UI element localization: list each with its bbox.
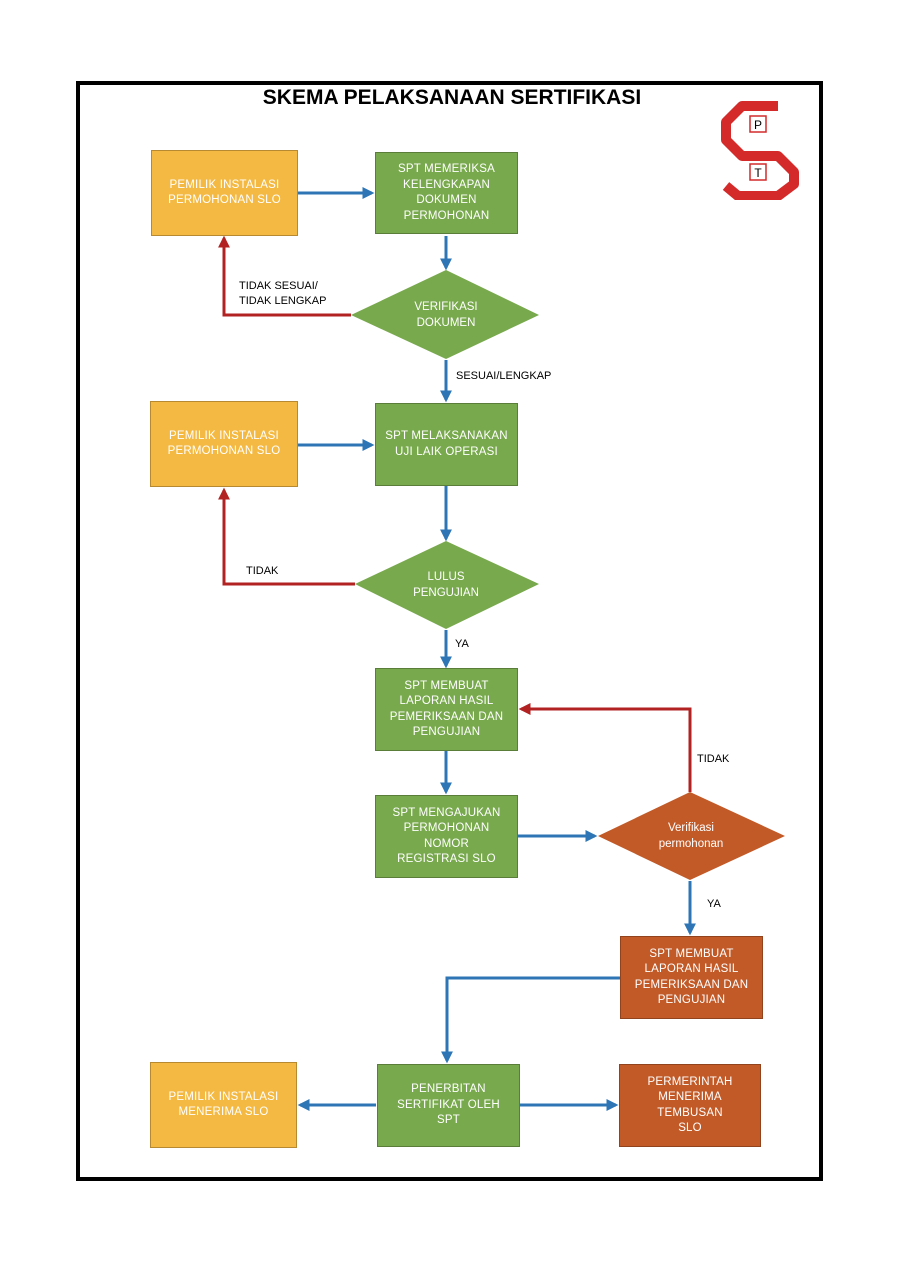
logo-letter-box-t [749,163,767,181]
node-owner-application-2: PEMILIK INSTALASI PERMOHONAN SLO [150,401,298,487]
node-spt-report-1: SPT MEMBUAT LAPORAN HASIL PEMERIKSAAN DA… [375,668,518,751]
node-spt-operational-test: SPT MELAKSANAKAN UJI LAIK OPERASI [375,403,518,486]
logo-letter-t: T [754,166,762,180]
logo-letter-p: P [754,118,762,132]
arrow-verify-not-ok-to-owner1 [218,235,351,317]
edge-label-docs-not-ok: TIDAK SESUAI/ TIDAK LENGKAP [239,280,327,307]
arrow-request-rejected-to-report1 [518,703,692,792]
label-verify-documents: VERIFIKASI DOKUMEN [414,301,478,329]
edge-label-test-pass: YA [455,638,469,650]
logo-letter-box-p [749,115,767,133]
edge-label-request-ok: YA [707,898,721,910]
arrow-report2-to-issue [441,976,620,1064]
node-spt-report-2: SPT MEMBUAT LAPORAN HASIL PEMERIKSAAN DA… [620,936,763,1019]
edge-label-request-rejected: TIDAK [697,753,730,765]
logo-s-shape [721,101,799,200]
arrow-pass-fail-to-owner2 [218,487,355,586]
node-spt-check-documents: SPT MEMERIKSA KELENGKAPAN DOKUMEN PERMOH… [375,152,518,234]
node-owner-application-1: PEMILIK INSTALASI PERMOHONAN SLO [151,150,298,236]
node-issue-certificate: PENERBITAN SERTIFIKAT OLEH SPT [377,1064,520,1147]
company-logo: P T [721,101,799,200]
node-spt-request-registration: SPT MENGAJUKAN PERMOHONAN NOMOR REGISTRA… [375,795,518,878]
node-owner-receives: PEMILIK INSTALASI MENERIMA SLO [150,1062,297,1148]
diamond-verify-request [598,792,785,880]
label-pass-test: LULUS PENGUJIAN [413,571,479,599]
diamond-pass-test [355,541,539,629]
edge-label-docs-ok: SESUAI/LENGKAP [456,370,552,382]
diamond-verify-documents [351,270,539,359]
page-title: SKEMA PELAKSANAAN SERTIFIKASI [262,86,642,109]
label-verify-request: Verifikasi permohonan [658,822,724,850]
edge-label-test-fail: TIDAK [246,565,279,577]
page-frame [76,81,823,1181]
node-government-receives: PERMERINTAH MENERIMA TEMBUSAN SLO [619,1064,761,1147]
